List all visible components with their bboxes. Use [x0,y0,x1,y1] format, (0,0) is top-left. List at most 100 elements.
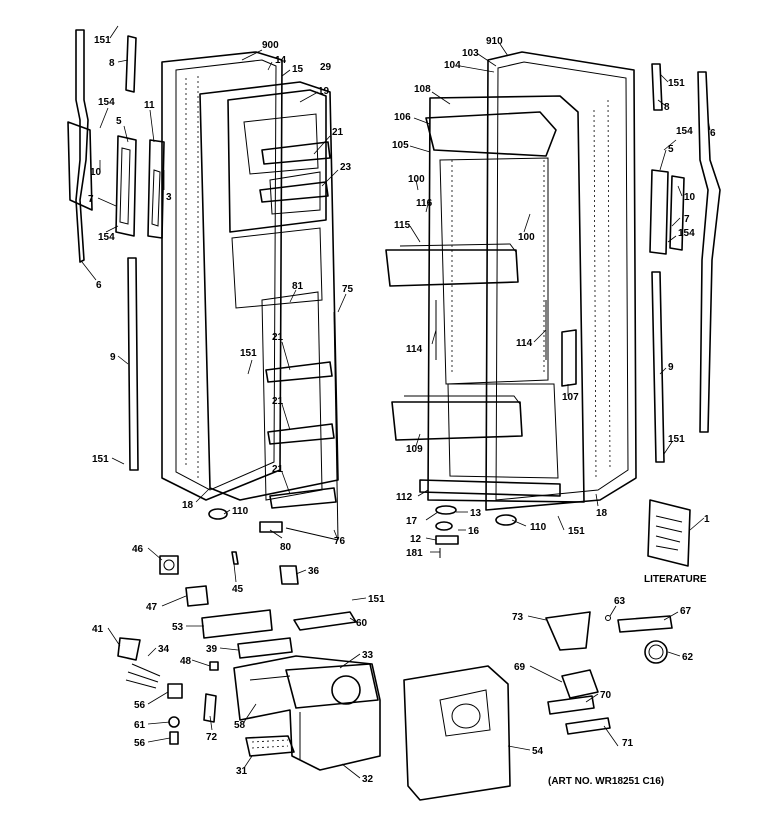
label-58: 58 [234,720,246,731]
right-strip-8 [651,63,663,111]
label-60: 60 [356,618,368,629]
label-39: 39 [206,644,218,655]
label-11: 11 [144,100,155,111]
label-151: 151 [240,348,257,359]
label-18: 18 [182,500,194,511]
label-8: 8 [664,102,670,113]
label-3: 3 [166,192,172,203]
label-15: 15 [292,64,304,75]
label-47: 47 [146,602,158,613]
art-number: (ART NO. WR18251 C16) [548,776,664,787]
label-7: 7 [684,214,690,225]
label-23: 23 [340,162,352,173]
label-100: 100 [518,232,535,243]
label-154: 154 [676,126,693,137]
label-151: 151 [568,526,585,537]
left-door-900 [161,51,283,501]
label-19: 19 [318,86,330,97]
label-80: 80 [280,542,292,553]
ice-parts [545,611,673,735]
label-33: 33 [362,650,374,661]
right-door-910 [485,51,637,511]
label-106: 106 [394,112,411,123]
label-75: 75 [342,284,354,295]
label-105: 105 [392,140,409,151]
label-151: 151 [368,594,385,605]
label-114: 114 [406,344,423,355]
label-70: 70 [600,690,612,701]
label-910: 910 [486,36,503,47]
label-7: 7 [88,194,94,205]
label-109: 109 [406,444,423,455]
label-16: 16 [468,526,480,537]
label-32: 32 [362,774,374,785]
label-900: 900 [262,40,279,51]
label-9: 9 [110,352,116,363]
label-56: 56 [134,738,146,749]
label-41: 41 [92,624,104,635]
left-trim-6 [67,29,93,263]
label-45: 45 [232,584,244,595]
label-56: 56 [134,700,146,711]
label-36: 36 [308,566,320,577]
label-9: 9 [668,362,674,373]
label-67: 67 [680,606,692,617]
label-14: 14 [275,55,287,66]
label-154: 154 [678,228,695,239]
label-151: 151 [94,35,111,46]
right-handle-5 [649,169,685,255]
label-151: 151 [92,454,109,465]
literature-booklet [647,499,691,567]
label-21: 21 [272,464,284,475]
label-10: 10 [684,192,696,203]
label-69: 69 [514,662,526,673]
label-71: 71 [622,738,634,749]
label-116: 116 [416,198,433,209]
label-61: 61 [134,720,146,731]
label-8: 8 [109,58,115,69]
label-53: 53 [172,622,184,633]
label-48: 48 [180,656,192,667]
left-door-liner-19 [199,81,339,509]
label-72: 72 [206,732,218,743]
label-110: 110 [530,522,547,533]
label-110: 110 [232,506,249,517]
label-5: 5 [116,116,122,127]
small-parts-cluster [208,311,517,558]
label-1: 1 [704,514,710,525]
label-62: 62 [682,652,694,663]
label-104: 104 [444,60,461,71]
label-10: 10 [90,167,102,178]
label-21: 21 [272,396,284,407]
label-63: 63 [614,596,626,607]
label-154: 154 [98,97,115,108]
left-handle-5 [115,135,137,237]
literature-caption: LITERATURE [644,574,707,585]
label-54: 54 [532,746,544,757]
label-115: 115 [394,220,411,231]
leader-lines [81,25,711,779]
label-21: 21 [332,127,344,138]
label-6: 6 [96,280,102,291]
label-12: 12 [410,534,422,545]
right-door-liner [385,95,585,503]
label-73: 73 [512,612,524,623]
dispenser-parts [117,551,381,771]
label-5: 5 [668,144,674,155]
label-29: 29 [320,62,332,73]
label-31: 31 [236,766,248,777]
label-108: 108 [414,84,431,95]
label-81: 81 [292,281,304,292]
label-21: 21 [272,332,284,343]
label-18: 18 [596,508,608,519]
label-17: 17 [406,516,418,527]
right-strip-9 [651,271,665,463]
label-114: 114 [516,338,533,349]
label-13: 13 [470,508,482,519]
label-34: 34 [158,644,170,655]
label-76: 76 [334,536,346,547]
label-154: 154 [98,232,115,243]
label-107: 107 [562,392,579,403]
